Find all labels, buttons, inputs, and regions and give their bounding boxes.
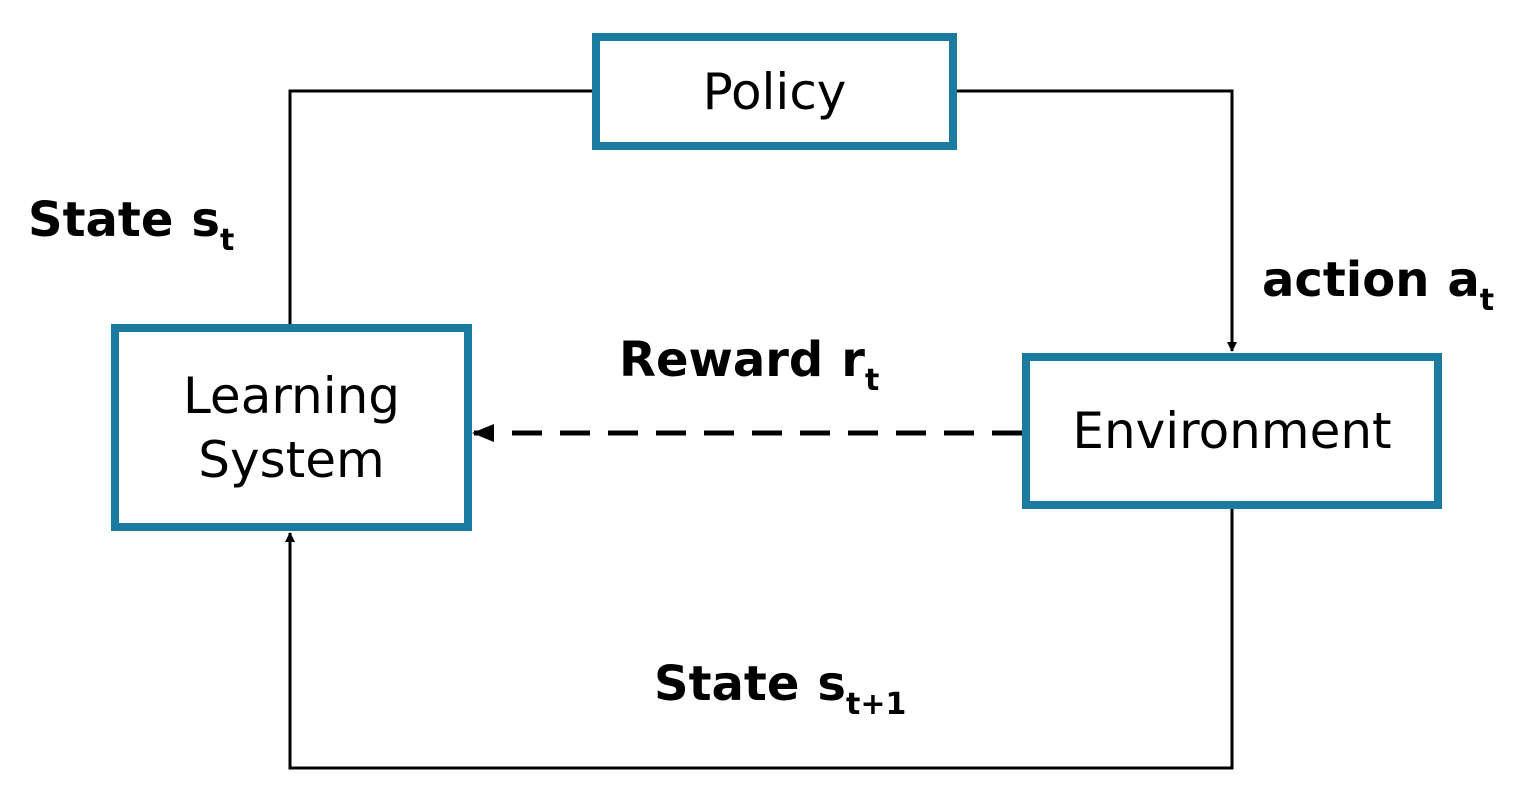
reward-rt-word: Reward: [619, 332, 824, 388]
state-st1-subscript: t+1: [845, 687, 907, 722]
action-at-subscript: t: [1479, 283, 1495, 318]
learning-system-line2: System: [198, 430, 385, 489]
state-st-symbol: s: [191, 192, 220, 248]
connector-learning-to-policy: [288, 89, 592, 324]
connector-policy-to-environment: [957, 89, 1237, 352]
policy-box: Policy: [592, 33, 957, 150]
reward-rt-symbol: r: [841, 332, 865, 388]
state-st1-word: State: [654, 656, 800, 712]
action-at-symbol: a: [1447, 252, 1480, 308]
learning-system-box: Learning System: [111, 324, 472, 531]
state-st-subscript: t: [219, 223, 235, 258]
reward-rt-subscript: t: [864, 363, 880, 398]
action-at-word: action: [1262, 252, 1430, 308]
connector-environment-to-learning: [285, 509, 1234, 770]
policy-label: Policy: [702, 62, 847, 121]
environment-label: Environment: [1072, 402, 1392, 460]
learning-system-line1: Learning: [182, 366, 401, 425]
state-st-word: State: [28, 192, 174, 248]
state-st1-symbol: s: [817, 656, 846, 712]
learning-system-label: Learning System: [183, 364, 400, 492]
environment-box: Environment: [1022, 353, 1442, 509]
